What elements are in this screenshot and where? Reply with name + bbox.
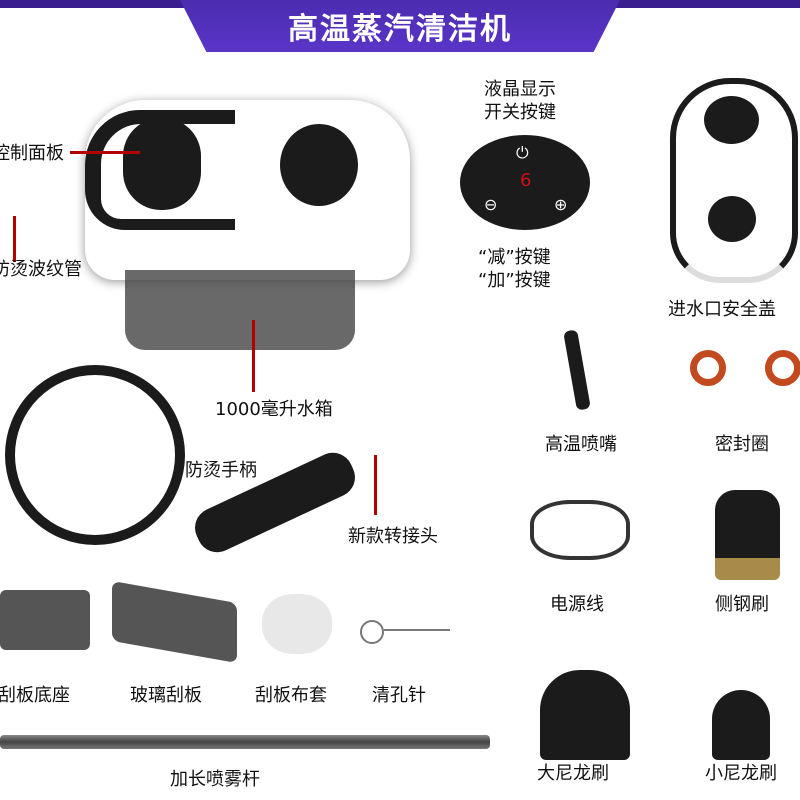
- side-view-unit: [670, 78, 798, 283]
- page-title: 高温蒸汽清洁机: [180, 0, 620, 52]
- label-scraper-cloth: 刮板布套: [255, 685, 327, 706]
- label-control-panel: 控制面板: [0, 143, 64, 164]
- lcd-display-value: 6: [520, 170, 532, 191]
- label-inlet-cap: 进水口安全盖: [668, 299, 776, 320]
- control-panel[interactable]: [123, 118, 201, 210]
- label-minus-plus: “减”按键 “加”按键: [478, 247, 551, 292]
- power-cord-image: [530, 500, 630, 560]
- scraper-base-image: [0, 590, 90, 650]
- pointer-line: [13, 216, 16, 262]
- seal-ring-image: [765, 350, 800, 386]
- pointer-line: [252, 320, 255, 392]
- pointer-line: [70, 151, 140, 154]
- small-nylon-brush-image: [712, 690, 770, 760]
- side-steel-brush-image: [715, 490, 780, 580]
- label-lcd-power: 液晶显示 开关按键: [484, 79, 556, 124]
- minus-button-icon[interactable]: ⊖: [484, 195, 498, 214]
- label-handle: 防烫手柄: [185, 460, 257, 481]
- cleaning-needle-image: [360, 620, 384, 644]
- label-large-nylon-brush: 大尼龙刷: [537, 763, 609, 784]
- power-button-icon[interactable]: ⏻: [516, 143, 529, 162]
- seal-ring-image: [690, 350, 726, 386]
- label-side-steel-brush: 侧钢刷: [715, 594, 769, 615]
- label-glass-scraper: 玻璃刮板: [130, 685, 202, 706]
- label-adapter: 新款转接头: [348, 526, 438, 547]
- pointer-line: [374, 455, 377, 515]
- plus-button-icon[interactable]: ⊕: [554, 195, 568, 214]
- label-nozzle: 高温喷嘴: [545, 434, 617, 455]
- extension-rod-image: [0, 735, 490, 749]
- nozzle-image: [563, 329, 591, 411]
- label-hose: 防烫波纹管: [0, 259, 82, 280]
- label-tank: 1000毫升水箱: [215, 399, 333, 420]
- scraper-cloth-image: [262, 594, 332, 654]
- steam-cleaner-body: [85, 100, 410, 350]
- label-small-nylon-brush: 小尼龙刷: [705, 763, 777, 784]
- hose-coil-image: [5, 365, 185, 545]
- label-extension-rod: 加长喷雾杆: [170, 769, 260, 790]
- water-inlet-cap[interactable]: [280, 124, 358, 206]
- large-nylon-brush-image: [540, 670, 630, 760]
- label-cleaning-needle: 清孔针: [372, 685, 426, 706]
- label-seal: 密封圈: [715, 434, 769, 455]
- glass-scraper-image: [112, 580, 237, 664]
- lcd-panel: ⏻ 6 ⊖ ⊕: [460, 135, 590, 230]
- label-scraper-base: 刮板底座: [0, 685, 70, 706]
- label-power-cord: 电源线: [550, 594, 604, 615]
